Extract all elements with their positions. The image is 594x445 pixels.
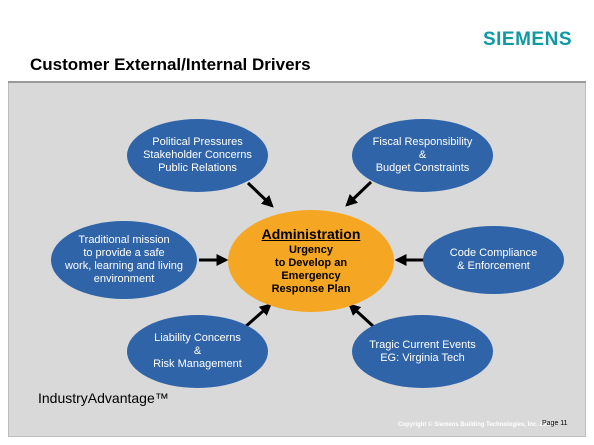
node-code-compliance: Code Compliance & Enforcement [423,226,564,294]
node-political-pressures: Political Pressures Stakeholder Concerns… [127,119,268,192]
node-fiscal-responsibility: Fiscal Responsibility & Budget Constrain… [352,119,493,192]
slide-header [8,8,586,83]
center-node-administration: Administration Urgency to Develop an Eme… [228,210,394,312]
slide-title: Customer External/Internal Drivers [30,55,311,74]
copyright-text: Copyright © Siemens Building Technologie… [398,422,554,428]
node-tragic-events: Tragic Current Events EG: Virginia Tech [352,315,493,388]
center-text: Urgency to Develop an Emergency Response… [271,244,351,295]
industry-advantage-brand: IndustryAdvantage™ [38,390,169,406]
siemens-logo: SIEMENS [482,29,572,50]
corner-notch [18,18,28,28]
node-traditional-mission: Traditional mission to provide a safe wo… [51,221,197,299]
page-number: Page 11 [542,420,568,427]
node-liability-concerns: Liability Concerns & Risk Management [127,315,268,388]
center-title: Administration [261,226,361,242]
